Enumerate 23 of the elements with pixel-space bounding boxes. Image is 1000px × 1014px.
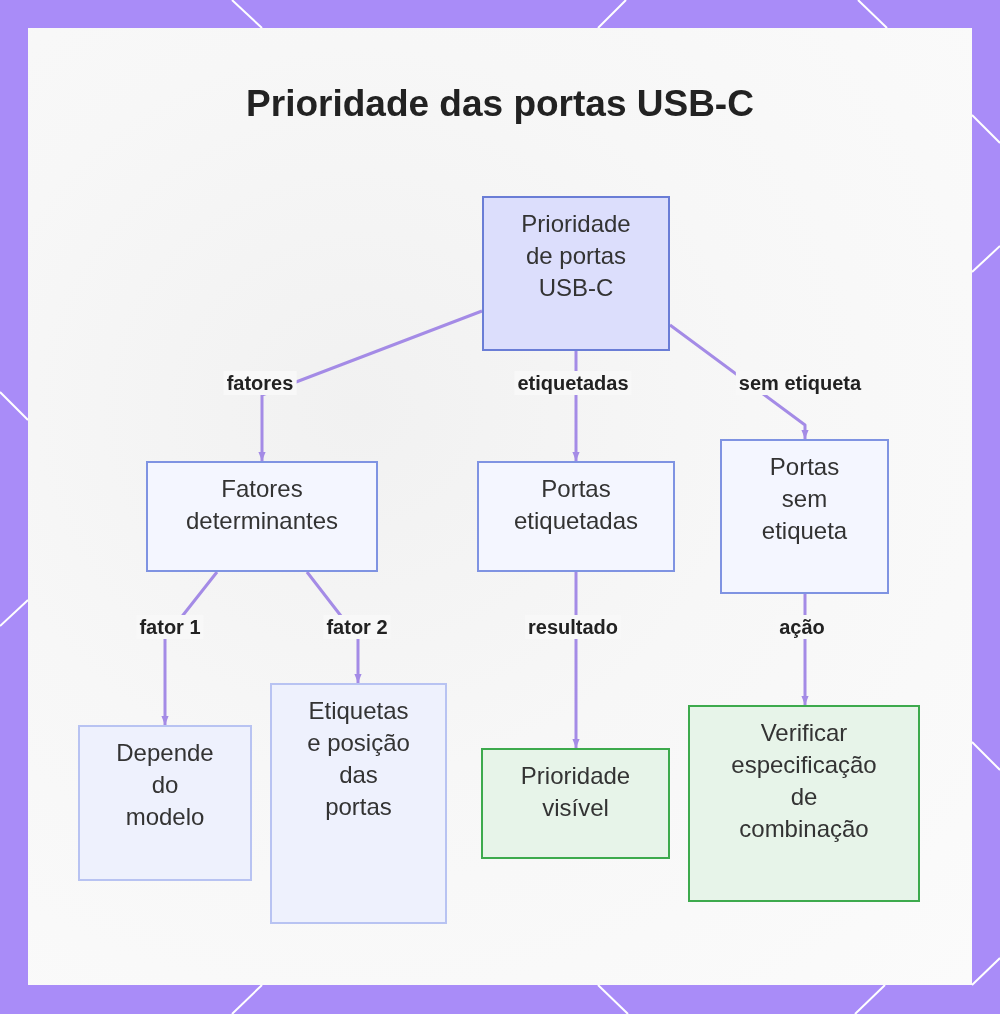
process-box xyxy=(482,196,670,351)
process-box xyxy=(477,461,675,572)
process-box xyxy=(78,725,252,881)
diagram-title: Prioridade das portas USB-C xyxy=(246,83,754,124)
edge-label: sem etiqueta xyxy=(735,371,865,395)
node-label: Prioridade de portas USB-C xyxy=(520,209,632,303)
edge-label: fator 2 xyxy=(323,615,391,639)
node-label: Depende do modelo xyxy=(115,738,215,832)
node-label: Fatores determinantes xyxy=(184,474,340,536)
arrow xyxy=(572,572,580,748)
edge-label: fator 1 xyxy=(136,615,204,639)
process-box xyxy=(270,683,447,924)
node-label: Portas etiquetadas xyxy=(512,474,640,536)
node-label: Verificar especificação de combinação xyxy=(730,718,878,844)
process-box xyxy=(481,748,670,859)
process-box xyxy=(720,439,889,594)
node-label: Prioridade visível xyxy=(519,761,632,823)
process-box xyxy=(688,705,920,902)
edge-label: fatores xyxy=(223,371,297,395)
node-label: Etiquetas e posição das portas xyxy=(306,696,411,822)
node-label: Portas sem etiqueta xyxy=(760,452,849,546)
process-box xyxy=(146,461,378,572)
arrow xyxy=(258,309,483,461)
